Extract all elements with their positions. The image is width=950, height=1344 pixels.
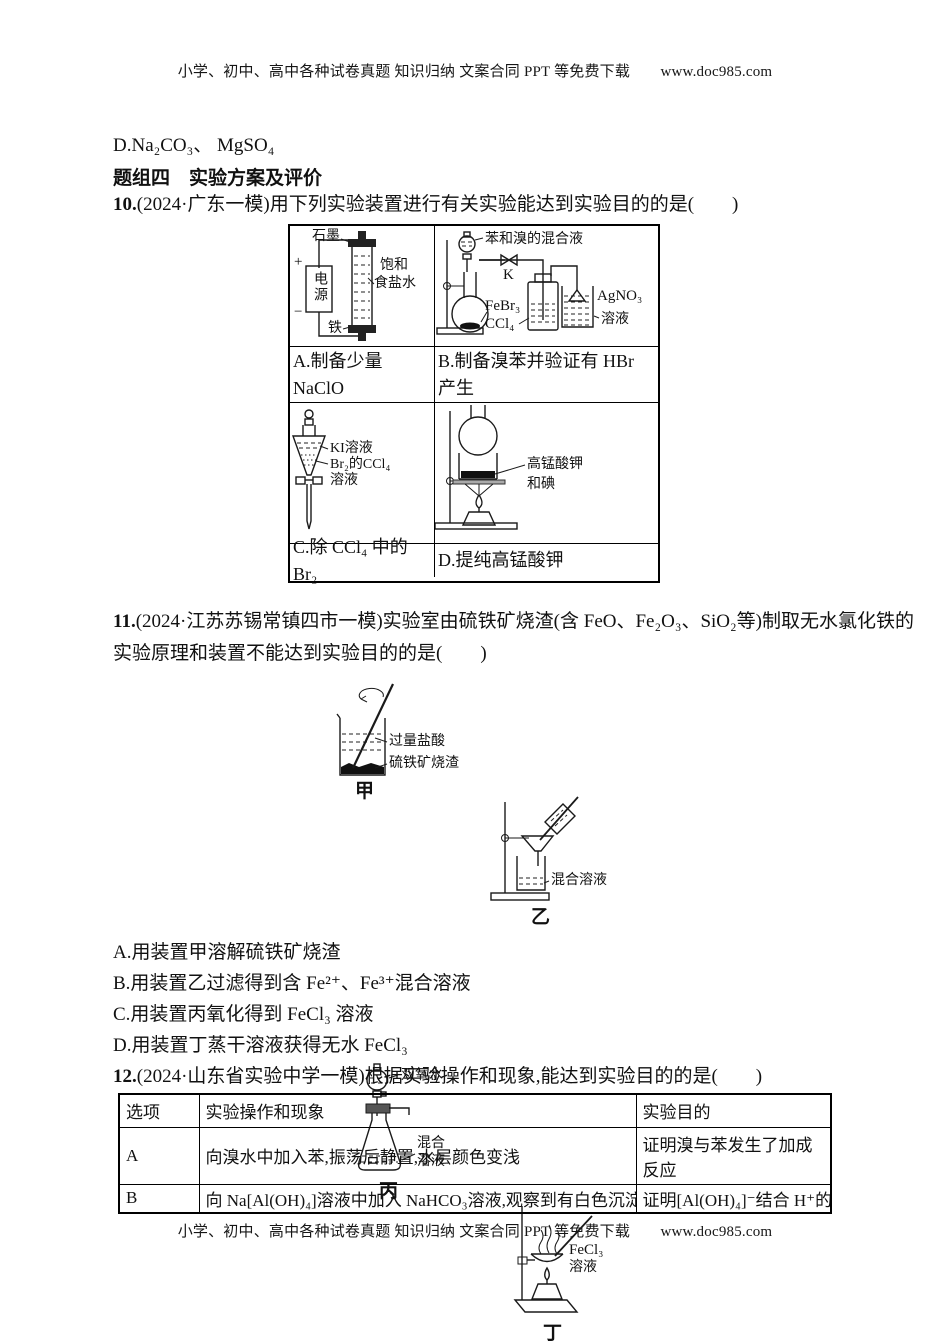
q12-table-wrap: 选项 实验操作和现象 实验目的 A 向溴水中加入苯,振荡后静置,水层颜色变浅 证… [118,1093,832,1214]
stopcock-k-label: K [503,267,514,283]
kmno4-purification-figure: 高锰酸钾 和碘 [435,403,658,544]
benzene-bromine-mixture-label: 苯和溴的混合液 [485,232,583,247]
ki-solution-label: KI溶液 [330,441,373,456]
filtration-figure: 混合溶液 乙 [485,794,640,928]
iron-label: 铁 [328,321,342,336]
pyrite-cinder-label: 硫铁矿烧渣 [389,756,459,771]
q11-option-a: A.用装置甲溶解硫铁矿烧渣 [113,942,341,963]
excess-hcl-label: 过量盐酸 [389,734,445,749]
q12-header-operation: 实验操作和现象 [198,1093,637,1128]
fecl3-label: FeCl₃ [569,1242,604,1258]
q12-header-option: 选项 [118,1093,200,1128]
evaporation-drawing [513,1206,593,1313]
q11-option-d: D.用装置丁蒸干溶液获得无水 FeCl₃ [113,1035,408,1056]
page-header: 小学、初中、高中各种试卷真题 知识归纳 文案合同 PPT 等免费下载 www.d… [177,64,773,80]
mixed-solution-label-yi: 混合溶液 [551,873,607,888]
evaporation-figure: FeCl₃ 溶液 丁 [495,1202,640,1344]
figure-ding-caption: 丁 [543,1323,563,1344]
fecl3-solution-label: 溶液 [569,1260,597,1275]
separating-funnel-drawing [292,409,329,530]
febr3-label: FeBr₃ [485,298,521,314]
q12-row-b-operation: 向 Na[Al(OH)₄]溶液中加入 NaHCO₃溶液,观察到有白色沉淀 [198,1183,637,1213]
q12-row-b-option: B [118,1183,200,1213]
q10-number: 10. [113,194,137,215]
ccl4-label: CCl₄ [485,316,515,332]
h2o2-label: 双氧水 [401,1068,443,1083]
separating-funnel-figure: KI溶液 Br₂的CCl₄ 溶液 [290,403,435,544]
previous-question-option-d: D.Na₂CO₃、 MgSO₄ [113,135,275,156]
kmno4-label: 高锰酸钾 [527,457,583,472]
q12-number: 12. [113,1066,137,1087]
figure-jia-caption: 甲 [355,781,375,802]
agno3-label: AgNO₃ [597,288,643,304]
br2-solution-label: 溶液 [330,473,358,488]
iodine-label: 和碘 [527,477,555,492]
q12-stem-text: (2024·山东省实验中学一模)根据实验操作和现象,能达到实验目的的是( ) [136,1066,763,1087]
brine-label-line2: 食盐水 [374,276,416,291]
q12-row-b: B 向 Na[Al(OH)₄]溶液中加入 NaHCO₃溶液,观察到有白色沉淀 证… [118,1183,832,1213]
q12-header-purpose: 实验目的 [635,1093,832,1128]
q11-stem-line2: 实验原理和装置不能达到实验目的的是( ) [113,643,487,664]
q11-stem-line1: 11.(2024·江苏苏锡常镇四市一模)实验室由硫铁矿烧渣(含 FeO、Fe₂O… [113,610,914,634]
q10-stem-text: (2024·广东一模)用下列实验装置进行有关实验能达到实验目的的是( ) [136,194,739,215]
q12-table: 选项 实验操作和现象 实验目的 A 向溴水中加入苯,振荡后静置,水层颜色变浅 证… [118,1093,832,1214]
q12-row-a-option: A [118,1126,200,1185]
graphite-label: 石墨 [312,229,340,244]
q12-table-header-row: 选项 实验操作和现象 实验目的 [118,1093,832,1128]
q11-option-b: B.用装置乙过滤得到含 Fe²⁺、Fe³⁺混合溶液 [113,973,471,994]
q12-stem: 12.(2024·山东省实验中学一模)根据实验操作和现象,能达到实验目的的是( … [113,1065,762,1089]
kmno4-purification-drawing [435,405,526,530]
q12-row-b-purpose: 证明[Al(OH)₄]⁻结合 H⁺的 [635,1183,832,1213]
minus-terminal-label: − [294,304,303,320]
q10-option-a-caption: A.制备少量 NaClO [290,347,435,403]
bromobenzene-apparatus-drawing [436,231,600,335]
electrolysis-apparatus-figure: 石墨 + 电源 − 饱和 食盐水 铁 [290,226,435,347]
q10-apparatus-grid: 石墨 + 电源 − 饱和 食盐水 铁 [288,224,660,584]
beaker-dissolving-figure: 过量盐酸 硫铁矿烧渣 甲 [315,672,475,802]
electrolysis-apparatus-drawing [305,231,376,341]
figure-yi-caption: 乙 [531,907,551,928]
q11-number: 11. [113,611,136,632]
brine-label-line1: 饱和 [380,258,408,273]
q11-option-c: C.用装置丙氧化得到 FeCl₃ 溶液 [113,1004,374,1025]
power-supply-label: 电源 [312,271,327,303]
q10-option-d-caption: D.提纯高锰酸钾 [438,550,564,570]
q12-row-a: A 向溴水中加入苯,振荡后静置,水层颜色变浅 证明溴与苯发生了加成反应 [118,1126,832,1185]
q12-row-a-operation: 向溴水中加入苯,振荡后静置,水层颜色变浅 [198,1126,637,1185]
bromobenzene-apparatus-figure: 苯和溴的混合液 K FeBr₃ CCl₄ AgNO₃ 溶液 [435,226,658,347]
filtration-drawing [490,796,579,901]
q11-stem-text1: (2024·江苏苏锡常镇四市一模)实验室由硫铁矿烧渣(含 FeO、Fe₂O₃、S… [135,611,914,632]
page-footer: 小学、初中、高中各种试卷真题 知识归纳 文案合同 PPT 等免费下载 www.d… [177,1224,773,1240]
plus-terminal-label: + [294,254,303,270]
q10-option-c-caption: C.除 CCl₄ 中的 Br₂ [290,537,435,584]
br2-ccl4-label: Br₂的CCl₄ [330,457,391,472]
q10-stem: 10.(2024·广东一模)用下列实验装置进行有关实验能达到实验目的的是( ) [113,193,738,217]
beaker-dissolving-drawing [336,683,394,776]
q12-row-a-purpose: 证明溴与苯发生了加成反应 [635,1126,832,1185]
section-title: 题组四 实验方案及评价 [113,168,323,189]
agno3-solution-label: 溶液 [601,312,629,327]
q10-option-b-caption: B.制备溴苯并验证有 HBr 产生 [435,347,658,403]
